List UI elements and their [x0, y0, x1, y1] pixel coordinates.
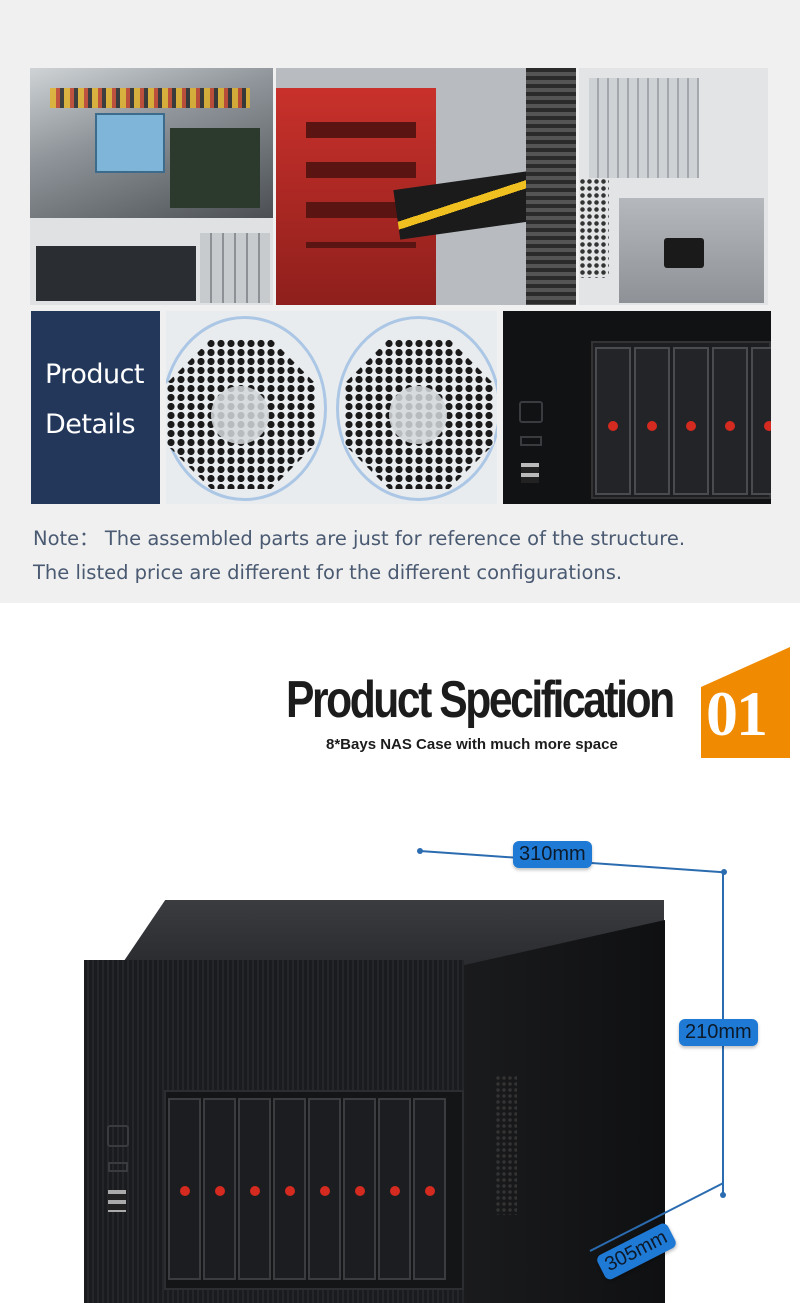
drive-bay — [273, 1098, 306, 1280]
nas-case-photo — [0, 780, 800, 1303]
height-label: 210mm — [679, 1019, 758, 1046]
power-button-icon — [519, 401, 543, 423]
section-number: 01 — [706, 678, 768, 749]
drive-bay — [712, 347, 748, 495]
drive-bay — [413, 1098, 446, 1280]
product-details-line2: Details — [45, 409, 136, 440]
drive-bay — [168, 1098, 201, 1280]
note-line2: The listed price are different for the d… — [33, 561, 623, 584]
reset-button-icon — [520, 436, 542, 446]
power-supply-photo — [579, 68, 768, 305]
drive-bays-photo — [503, 311, 771, 504]
note-text: Note： The assembled parts are just for r… — [33, 522, 773, 590]
drive-bay — [203, 1098, 236, 1280]
drive-bay — [751, 347, 771, 495]
drive-bay — [673, 347, 709, 495]
drive-bay — [343, 1098, 376, 1280]
fan-grille-right — [344, 339, 494, 489]
drive-bay — [238, 1098, 271, 1280]
usb-ports-icon — [521, 463, 539, 483]
reset-button-icon — [108, 1162, 128, 1172]
spec-title: Product Specification — [286, 671, 675, 729]
power-button-icon — [107, 1125, 129, 1147]
backplane-photo — [276, 68, 576, 305]
drive-bay — [378, 1098, 411, 1280]
spec-subtitle: 8*Bays NAS Case with much more space — [326, 736, 618, 753]
product-details-label: Product Details — [31, 311, 160, 504]
cooling-fans-photo — [166, 311, 497, 504]
open-chassis-photo — [30, 68, 273, 305]
note-line1: Note： The assembled parts are just for r… — [33, 527, 686, 550]
drive-bay — [308, 1098, 341, 1280]
details-panel: Product Details Note： The assembled part… — [0, 0, 800, 603]
drive-bay — [595, 347, 631, 495]
width-label: 310mm — [513, 841, 592, 868]
product-details-line1: Product — [45, 359, 145, 390]
usb-ports-icon — [108, 1190, 126, 1212]
drive-bay — [634, 347, 670, 495]
